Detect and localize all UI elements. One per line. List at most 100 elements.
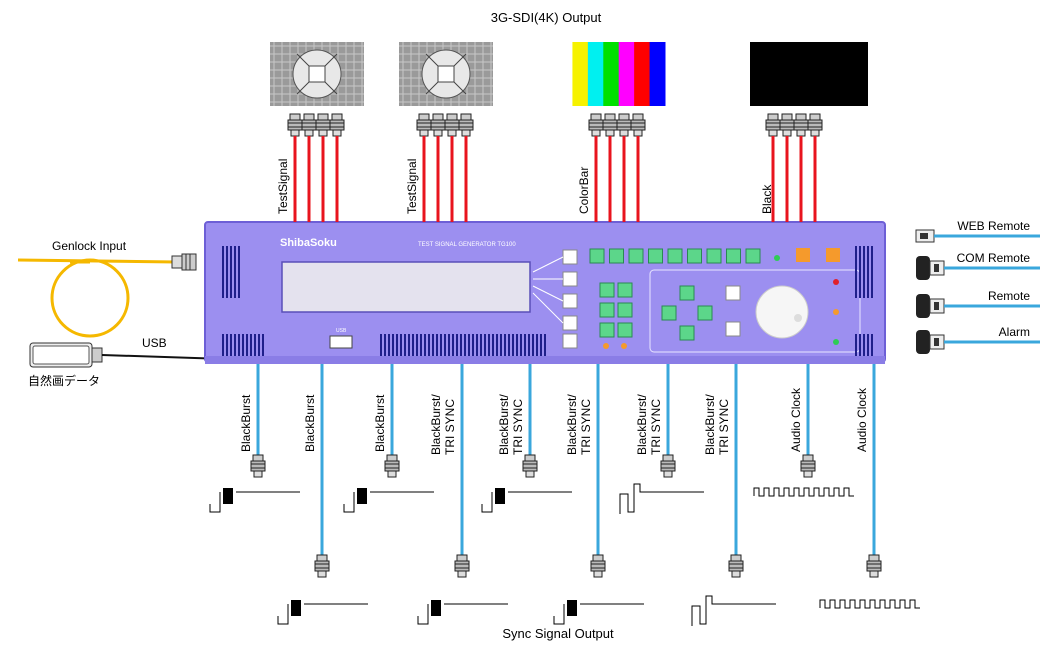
- vent-slot: [464, 334, 466, 356]
- knob-dimple-icon: [794, 314, 802, 322]
- vent-slot: [859, 334, 861, 356]
- vent-slot: [452, 334, 454, 356]
- softkey-button[interactable]: [562, 249, 578, 265]
- softkey-pointer: [532, 285, 564, 302]
- sync-output-label-line2: TRI SYNC: [717, 399, 731, 455]
- vent-slot: [420, 334, 422, 356]
- sync-output-1: BlackBurst: [209, 364, 300, 513]
- trisync-waveform-icon: [619, 483, 704, 514]
- softkey-button[interactable]: [562, 333, 578, 349]
- vent-slot: [863, 246, 865, 298]
- usb-label: USB: [142, 336, 167, 350]
- orange-button-1[interactable]: [796, 248, 810, 262]
- vent-slot: [540, 334, 542, 356]
- vent-slot: [262, 334, 264, 356]
- remote-port-label: WEB Remote: [957, 219, 1030, 233]
- sdi-output-1: TestSignal: [270, 42, 364, 222]
- sync-output-title: Sync Signal Output: [502, 626, 614, 641]
- sdi-output-2: TestSignal: [399, 42, 493, 222]
- bnc-connector-icon: [660, 454, 676, 478]
- model-label: TEST SIGNAL GENERATOR TG100: [418, 242, 516, 248]
- keypad-button[interactable]: [617, 282, 633, 298]
- preset-button[interactable]: [609, 248, 624, 264]
- keypad-button[interactable]: [599, 282, 615, 298]
- keypad-button[interactable]: [617, 322, 633, 338]
- vent-slot: [472, 334, 474, 356]
- vent-slot: [867, 334, 869, 356]
- blackburst-waveform-icon: [343, 488, 434, 513]
- orange-button-2[interactable]: [826, 248, 840, 262]
- remote-port-label: Remote: [988, 289, 1030, 303]
- blackburst-waveform-icon: [481, 488, 572, 513]
- preset-button[interactable]: [589, 248, 605, 264]
- softkey-button[interactable]: [562, 315, 578, 331]
- vent-slot: [500, 334, 502, 356]
- usb-device-label: 自然画データ: [28, 373, 100, 388]
- blackburst-waveform-icon: [209, 488, 300, 513]
- sdi-output-title: 3G-SDI(4K) Output: [491, 10, 602, 25]
- sync-output-label-line2: TRI SYNC: [579, 399, 593, 455]
- bnc-connector-icon: [329, 113, 345, 137]
- vent-slot: [524, 334, 526, 356]
- preset-button[interactable]: [745, 248, 761, 264]
- vent-slot: [424, 334, 426, 356]
- bnc-connector-icon: [616, 113, 632, 137]
- sync-output-7: BlackBurst/TRI SYNC: [619, 364, 704, 514]
- sync-output-10: Audio Clock: [819, 364, 920, 609]
- bnc-connector-icon: [807, 113, 823, 137]
- keypad-button[interactable]: [617, 302, 633, 318]
- softkey-button[interactable]: [562, 293, 578, 309]
- color-bars-pattern: [557, 42, 666, 106]
- cursor-pad: [661, 285, 741, 341]
- keypad-led: [603, 343, 609, 349]
- sync-output-label: BlackBurst/: [635, 394, 649, 455]
- preset-button[interactable]: [726, 248, 741, 264]
- vent-slot: [412, 334, 414, 356]
- cursor-key[interactable]: [661, 305, 677, 321]
- vent-slot: [250, 334, 252, 356]
- sdi-output-label: Black: [760, 184, 774, 214]
- bnc-connector-icon: [314, 554, 330, 578]
- bnc-connector-icon: [800, 454, 816, 478]
- cursor-key[interactable]: [679, 325, 695, 341]
- sync-output-9: Audio Clock: [753, 364, 854, 497]
- clock-waveform-icon: [753, 487, 854, 497]
- sync-output-8: BlackBurst/TRI SYNC: [691, 364, 776, 626]
- vent-slot: [392, 334, 394, 356]
- cursor-key[interactable]: [679, 285, 695, 301]
- keypad-led: [621, 343, 627, 349]
- control-panel-frame: [649, 269, 861, 353]
- vent-slot: [528, 334, 530, 356]
- vent-slot: [536, 334, 538, 356]
- keypad-button[interactable]: [599, 302, 615, 318]
- vent-slot: [859, 246, 861, 298]
- vent-slot: [238, 334, 240, 356]
- vent-slot: [242, 334, 244, 356]
- softkey-button[interactable]: [562, 271, 578, 287]
- preset-button[interactable]: [667, 248, 683, 264]
- function-key[interactable]: [725, 321, 741, 337]
- vent-slot: [496, 334, 498, 356]
- rotary-knob[interactable]: [755, 285, 809, 339]
- function-key[interactable]: [725, 285, 741, 301]
- remote-port-3: Remote: [916, 289, 1040, 318]
- keypad-button[interactable]: [599, 322, 615, 338]
- preset-button[interactable]: [706, 248, 722, 264]
- vent-slot: [226, 246, 228, 298]
- vent-slot: [855, 334, 857, 356]
- bnc-connector-icon: [779, 113, 795, 137]
- preset-button[interactable]: [628, 248, 644, 264]
- dsub-connector-icon: [916, 330, 930, 354]
- vent-slot: [512, 334, 514, 356]
- preset-button[interactable]: [687, 248, 702, 264]
- vent-slot: [408, 334, 410, 356]
- cursor-key[interactable]: [697, 305, 713, 321]
- usb-port[interactable]: [329, 335, 353, 349]
- blackburst-waveform-icon: [417, 600, 508, 625]
- preset-button[interactable]: [648, 248, 663, 264]
- alarm-led-red: [833, 279, 839, 285]
- preset-button-group: [589, 248, 761, 264]
